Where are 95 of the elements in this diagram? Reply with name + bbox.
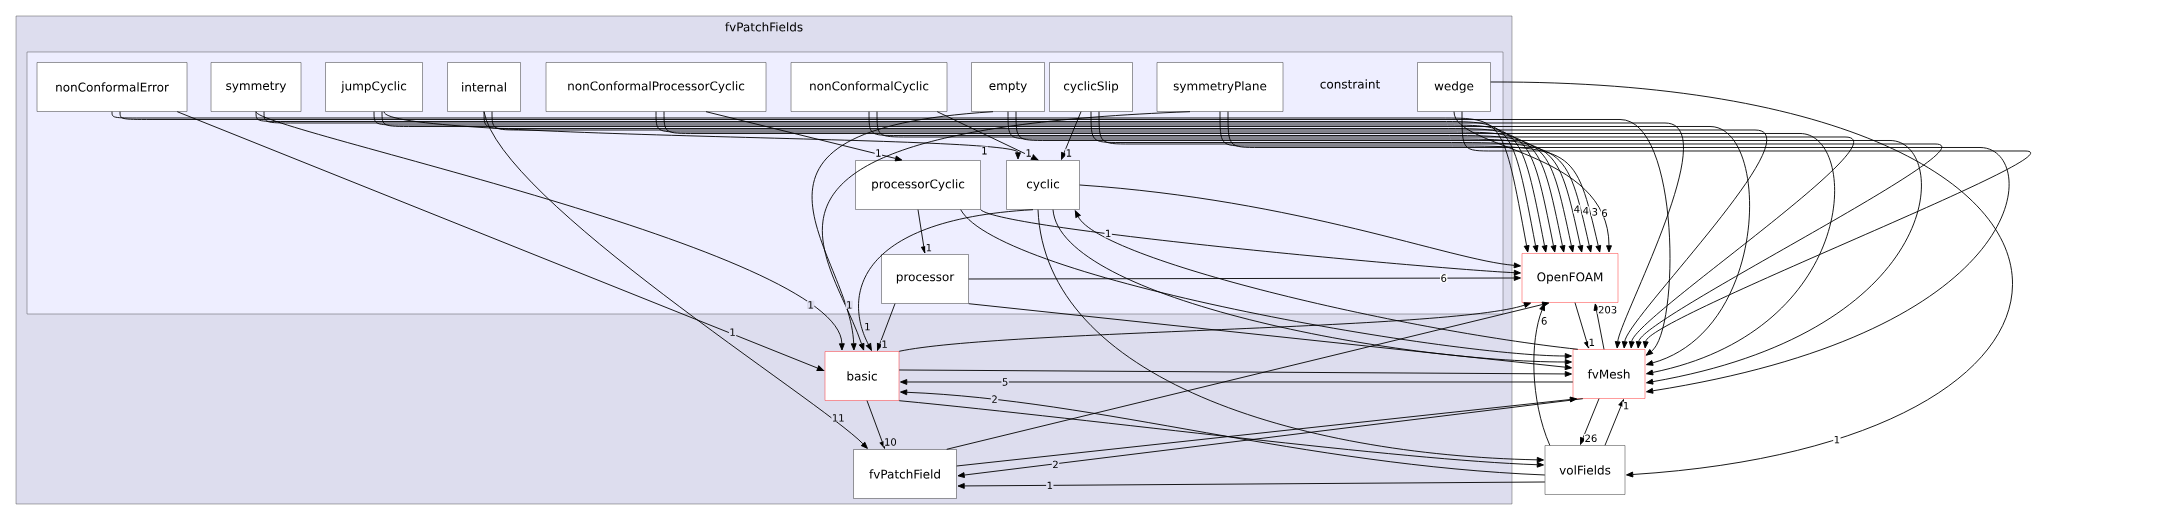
arrow: [811, 111, 994, 351]
directory-box: fvMesh: [1572, 349, 1646, 399]
arrow: [898, 302, 1532, 352]
arrow: [1015, 111, 1922, 385]
arrow: [1052, 209, 1572, 365]
edge-label: 1: [1622, 401, 1630, 410]
edge-label: 6: [1600, 208, 1609, 218]
arrow: [1227, 111, 2010, 394]
arrow: [898, 400, 1544, 468]
arrow: [900, 379, 1574, 385]
directory-box: jumpCyclic: [325, 62, 423, 112]
arrow: [381, 111, 1751, 366]
arrow: [1490, 81, 2011, 478]
edge-label: 1: [863, 322, 872, 331]
arrow: [705, 111, 903, 162]
arrow: [1574, 302, 1590, 349]
edge-label: 1: [925, 243, 933, 252]
directory-box: nonConformalCyclic: [790, 62, 948, 112]
arrow: [383, 111, 1021, 160]
edge-label: 10: [883, 437, 898, 447]
directory-box: wedge: [1417, 62, 1491, 112]
directory-box: basic: [824, 351, 900, 401]
directory-box: empty: [971, 62, 1045, 112]
arrow: [1604, 399, 1624, 446]
arrow: [1098, 111, 1943, 349]
edge-label: 1: [806, 300, 815, 309]
arrow: [176, 111, 825, 371]
directory-box: nonConformalError: [36, 62, 188, 112]
edge-label: 1: [845, 300, 853, 309]
arrow: [936, 111, 1039, 161]
arrow: [1533, 303, 1551, 446]
edge-label: 1: [874, 148, 883, 158]
arrow: [898, 369, 1572, 377]
arrow: [255, 111, 845, 351]
arrow: [917, 209, 927, 254]
arrow: [1461, 111, 2031, 349]
directory-box: fvPatchField: [853, 449, 957, 499]
edge-label: 1: [880, 340, 889, 349]
arrow: [968, 303, 1572, 371]
arrow: [655, 111, 1566, 253]
arrow: [822, 111, 1191, 351]
edge-label: 6: [1440, 273, 1448, 283]
edge-label: 203: [1597, 305, 1618, 314]
arrow: [868, 111, 1575, 253]
arrow: [956, 396, 1577, 467]
directory-box: nonConformalProcessorCyclic: [545, 62, 767, 112]
edge-label: 1: [1833, 435, 1841, 444]
edge-label: 26: [1584, 434, 1598, 443]
directory-box: processor: [881, 254, 969, 304]
arrow: [980, 209, 1521, 276]
arrow: [1079, 184, 1521, 269]
edge-label: 1: [1024, 148, 1033, 158]
arrow: [1061, 111, 1082, 160]
arrow: [876, 303, 896, 351]
edge-label: 1: [1046, 481, 1054, 490]
edge-label: 4: [1573, 205, 1581, 214]
arrow: [1453, 111, 1612, 253]
arrow: [1007, 111, 1584, 253]
edge-label: 2: [1051, 460, 1060, 469]
arrow: [960, 209, 1572, 359]
edge-label: 1: [1065, 148, 1073, 158]
arrow: [1090, 111, 1593, 253]
arrow: [866, 400, 886, 449]
edge-label: 5: [1001, 377, 1009, 387]
directory-box: cyclicSlip: [1049, 62, 1133, 112]
arrow: [1593, 303, 1605, 350]
directory-box: symmetryPlane: [1156, 62, 1284, 112]
edge-label: 4: [1582, 206, 1590, 215]
arrow: [491, 111, 1767, 349]
edge-label: 6: [1540, 316, 1548, 326]
arrow: [663, 111, 1835, 376]
arrow: [946, 301, 1550, 450]
edge-label: 1: [1104, 229, 1112, 238]
edge-label: 3: [1591, 207, 1599, 217]
arrow: [957, 481, 1546, 489]
edge-label: 2: [990, 394, 999, 404]
arrow: [1037, 209, 1544, 463]
arrow: [957, 398, 1584, 478]
directory-box: internal: [447, 62, 521, 112]
arrow: [968, 275, 1521, 281]
arrow: [1074, 210, 1579, 350]
arrow: [1580, 398, 1600, 445]
arrow: [900, 389, 1546, 476]
directory-box: cyclic: [1006, 160, 1080, 210]
arrow: [858, 209, 1034, 351]
arrow: [1219, 111, 1602, 253]
edge-label: 1: [728, 327, 737, 337]
directory-box: symmetry: [210, 62, 302, 112]
arrow: [876, 111, 1854, 349]
directory-box: volFields: [1544, 445, 1626, 495]
edge-label: 11: [831, 413, 846, 422]
edge-label: 1: [1588, 338, 1596, 347]
edge-label: 1: [980, 146, 989, 155]
directory-box: processorCyclic: [855, 160, 981, 210]
directory-box: OpenFOAM: [1521, 253, 1619, 303]
